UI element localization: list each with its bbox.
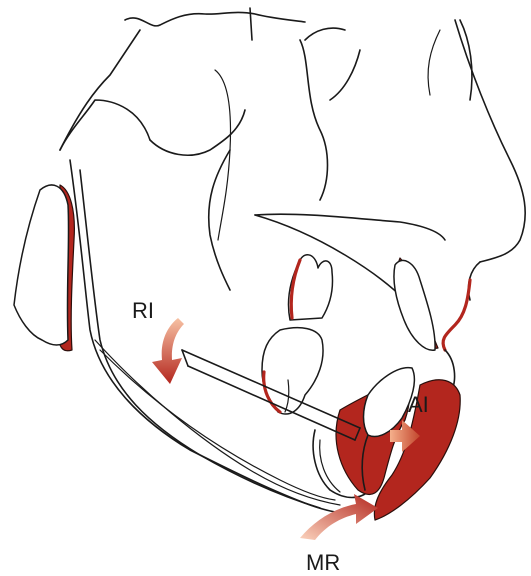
mandible-outline (70, 160, 370, 513)
ramus-fragment (14, 185, 74, 351)
upper-incisor (394, 258, 438, 350)
mr-arrow (300, 494, 378, 540)
upper-molar (288, 255, 332, 320)
cranial-outline (60, 8, 472, 240)
label-ai: AI (408, 392, 429, 417)
soft-tissue-profile (443, 20, 525, 395)
label-ri: RI (132, 298, 154, 323)
ri-arrow (152, 318, 184, 384)
lower-molar (262, 328, 323, 414)
label-mr: MR (306, 550, 340, 575)
